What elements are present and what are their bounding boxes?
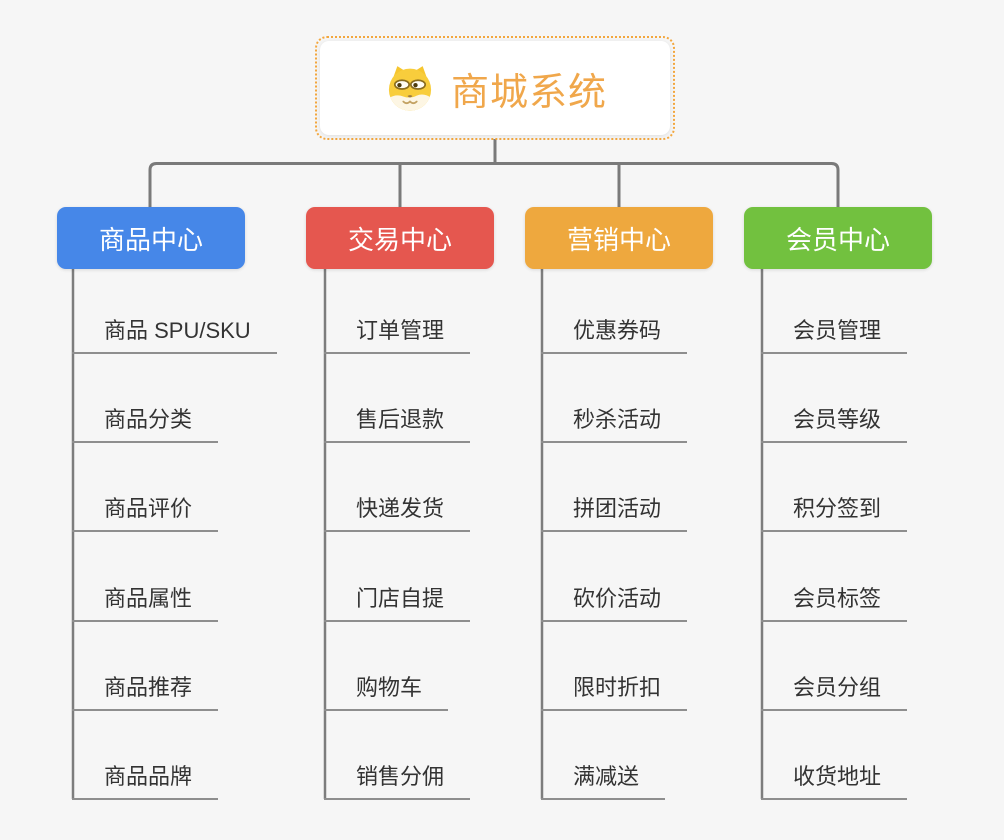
branch-label: 交易中心 [347, 224, 452, 255]
leaf-node[interactable]: 拼团活动 [541, 495, 688, 532]
leaf-node[interactable]: 售后退款 [324, 406, 471, 443]
leaf-node[interactable]: 砍价活动 [541, 585, 688, 622]
leaf-node[interactable]: 商品品牌 [72, 763, 219, 800]
leaf-node[interactable]: 商品推荐 [72, 674, 219, 711]
leaf-node[interactable]: 门店自提 [324, 585, 471, 622]
leaf-node[interactable]: 销售分佣 [324, 763, 471, 800]
leaf-node[interactable]: 商品 SPU/SKU [72, 317, 277, 354]
dog-face-icon [388, 66, 432, 111]
leaf-node[interactable]: 商品分类 [72, 406, 219, 443]
root-node[interactable]: 商城系统 [320, 41, 670, 135]
leaf-node[interactable]: 会员管理 [761, 317, 908, 354]
leaf-node[interactable]: 订单管理 [324, 317, 471, 354]
branch-node-marketing-center[interactable]: 营销中心 [525, 207, 713, 269]
branch-node-member-center[interactable]: 会员中心 [744, 207, 932, 269]
branch-bus-line [148, 162, 840, 208]
branch-label: 商品中心 [98, 224, 203, 255]
leaf-node[interactable]: 会员标签 [761, 585, 908, 622]
leaf-node[interactable]: 购物车 [324, 674, 449, 711]
root-title: 商城系统 [450, 71, 607, 114]
branch-label: 会员中心 [785, 224, 890, 255]
leaf-node[interactable]: 快递发货 [324, 495, 471, 532]
leaf-node[interactable]: 满减送 [541, 763, 666, 800]
leaf-node[interactable]: 商品属性 [72, 585, 219, 622]
leaf-node[interactable]: 会员分组 [761, 674, 908, 711]
leaf-node[interactable]: 限时折扣 [541, 674, 688, 711]
leaf-node[interactable]: 优惠券码 [541, 317, 688, 354]
leaf-node[interactable]: 秒杀活动 [541, 406, 688, 443]
branch-node-product-center[interactable]: 商品中心 [57, 207, 245, 269]
leaf-node[interactable]: 积分签到 [761, 495, 908, 532]
leaf-node[interactable]: 收货地址 [761, 763, 908, 800]
leaf-node[interactable]: 商品评价 [72, 495, 219, 532]
branch-node-trade-center[interactable]: 交易中心 [306, 207, 494, 269]
root-node-selection-outline: 商城系统 [315, 36, 675, 140]
branch-label: 营销中心 [566, 224, 671, 255]
leaf-node[interactable]: 会员等级 [761, 406, 908, 443]
